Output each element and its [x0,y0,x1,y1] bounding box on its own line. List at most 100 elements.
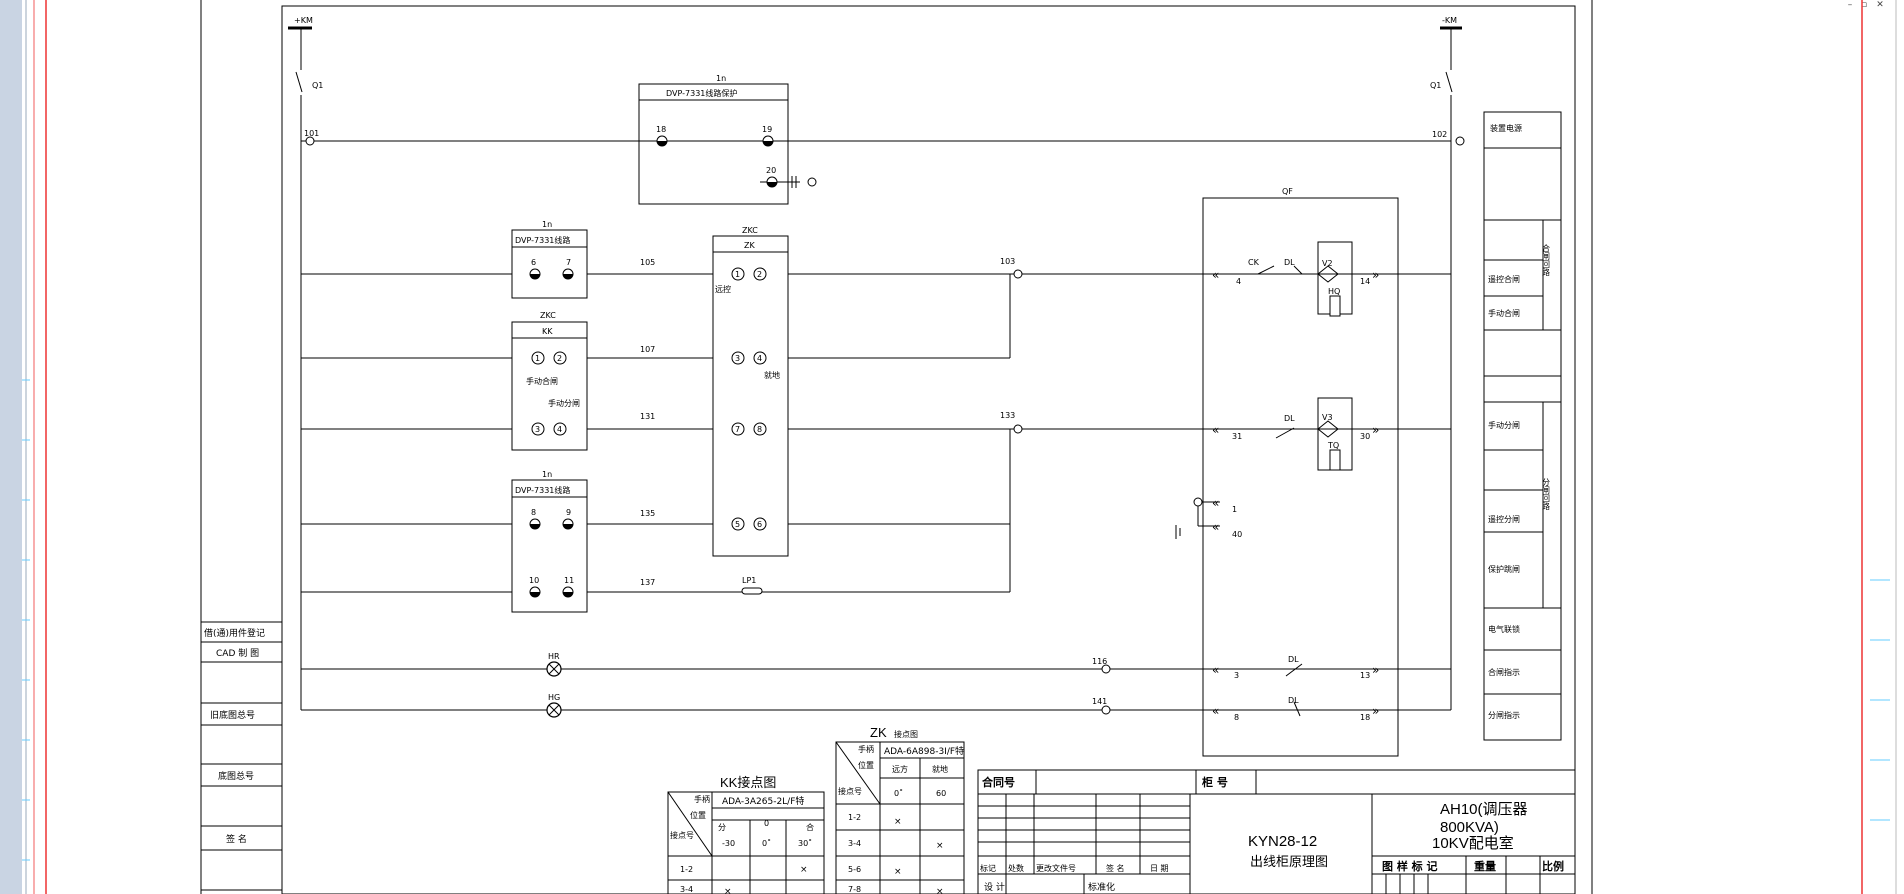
kk-table-title: KK接点图 [720,775,776,790]
terminal-133 [1013,424,1023,434]
kk-table-row-1: 1-2 [680,865,693,874]
wire-137: 137 [640,578,655,587]
svg-text:«: « [1212,663,1219,677]
zk-n4: 4 [757,354,762,363]
terminal-103 [1013,269,1023,279]
close-button[interactable]: ✕ [1876,0,1884,10]
terminal-102 [1455,136,1465,146]
legend-manual-close: 手动合闸 [1488,308,1520,318]
kk-table-model: ADA-3A265-2L/F特 [722,795,804,807]
legend-open-indicator: 分闸指示 [1488,710,1520,720]
zk-contacts [731,267,767,531]
legend-power: 装置电源 [1490,123,1522,133]
lamp-hr: HR [548,652,560,661]
ground-symbol-icon [791,176,817,188]
zk-table-title: ZK [870,725,887,740]
svg-text:«: « [1212,423,1219,437]
left-ruler-ticks [22,379,30,861]
zk-table-subtitle: 接点图 [894,729,918,739]
terminal-20-icon [766,176,778,188]
title-block [977,769,1576,894]
wire-135: 135 [640,509,655,518]
prot-b-ref: 1n [542,470,552,479]
terminal-101 [305,136,315,146]
control-wiring [301,273,1451,711]
legend-remote-open: 遥控分闸 [1488,514,1520,524]
qf-dl-3: DL [1288,655,1299,664]
lamp-hg: HG [548,693,560,702]
tb-contract: 合同号 [982,775,1015,789]
zk-n6: 6 [757,520,762,529]
kk-table-handle: 手柄 [694,794,710,804]
tb-sign: 签 名 [1106,863,1125,873]
kk-manual-open: 手动分闸 [548,398,580,408]
zk-table-a1: 0˚ [894,788,903,798]
zk-contact-table [835,741,965,894]
kk-table-a3: 30˚ [798,838,812,848]
qf-v3: V3 [1322,413,1333,422]
restore-button[interactable]: ▫ [1860,0,1868,10]
prot-a-title: DVP-7331线路 [515,235,570,245]
terminal-19-icon [762,135,774,147]
qf-connector-arrows: «» «» «« «» «» [1212,268,1379,718]
zk-table-row-4: 7-8 [848,885,861,894]
kk-table-zero: 0 [764,819,769,828]
legend-close-indicator: 合闸指示 [1488,667,1520,677]
kk-table-row-2: 3-4 [680,885,693,894]
zk-table-model: ADA-6A898-3I/F特 [884,745,964,757]
link-lp1 [741,587,763,595]
switch-q1-right: Q1 [1430,81,1441,90]
zk-x-3: × [894,867,902,877]
tb-weight: 重量 [1474,859,1496,873]
kk-table-pos: 位置 [690,810,706,820]
reg-row-5: 签 名 [226,833,247,845]
dc-bus-rails [288,26,1462,710]
zk-n2: 2 [757,270,762,279]
node-102: 102 [1432,130,1447,139]
svg-text:»: » [1372,704,1379,718]
reg-row-2: CAD 制 图 [216,647,259,659]
tb-standard: 标准化 [1088,881,1115,893]
terminal-116 [1101,664,1111,674]
node-116: 116 [1092,657,1107,666]
minimize-button[interactable]: – [1847,0,1853,10]
legend-remote-close: 遥控合闸 [1488,274,1520,284]
terminal-6-icon [529,268,541,280]
label-11: 11 [564,576,574,585]
sheet-inner-frame [281,5,1576,894]
reg-row-1: 借(通)用件登记 [204,627,265,639]
reg-row-3: 旧底图总号 [210,709,255,721]
wire-107: 107 [640,345,655,354]
link-lp1-label: LP1 [742,576,756,585]
zk-table-contact: 接点号 [838,786,862,796]
qf-c31: 31 [1232,432,1242,441]
zk-x-4: × [936,887,944,894]
zk-table-handle: 手柄 [858,744,874,754]
zk-local-label: 就地 [764,370,780,380]
zk-ref: ZKC [742,226,758,235]
zk-table-row-3: 5-6 [848,865,861,874]
zk-n8: 8 [757,425,762,434]
qf-c4: 4 [1236,277,1241,286]
qf-dl-1: DL [1284,258,1295,267]
kk-ref: ZKC [540,311,556,320]
right-ruler-ticks [1870,579,1890,821]
legend-close-circuit: 合闸回路 [1542,243,1551,276]
prot-b-title: DVP-7331线路 [515,485,570,495]
zk-table-pos: 位置 [858,760,874,770]
kk-x-1: × [800,865,808,875]
bus-plus-label: +KM [294,16,313,25]
wire-131: 131 [640,412,655,421]
zk-transfer-switch [712,235,789,557]
protection-device-b [511,479,588,613]
tb-model: KYN28-12 [1248,833,1317,850]
bus-minus-label: -KM [1442,16,1457,25]
zk-table-row-2: 3-4 [848,839,861,848]
prot-top-title: DVP-7331线路保护 [666,88,737,98]
prot-a-ref: 1n [542,220,552,229]
prot-top-ref: 1n [716,74,726,83]
qf-c3: 3 [1234,671,1239,680]
red-lamp-icon [546,661,562,677]
terminal-7-icon [562,268,574,280]
